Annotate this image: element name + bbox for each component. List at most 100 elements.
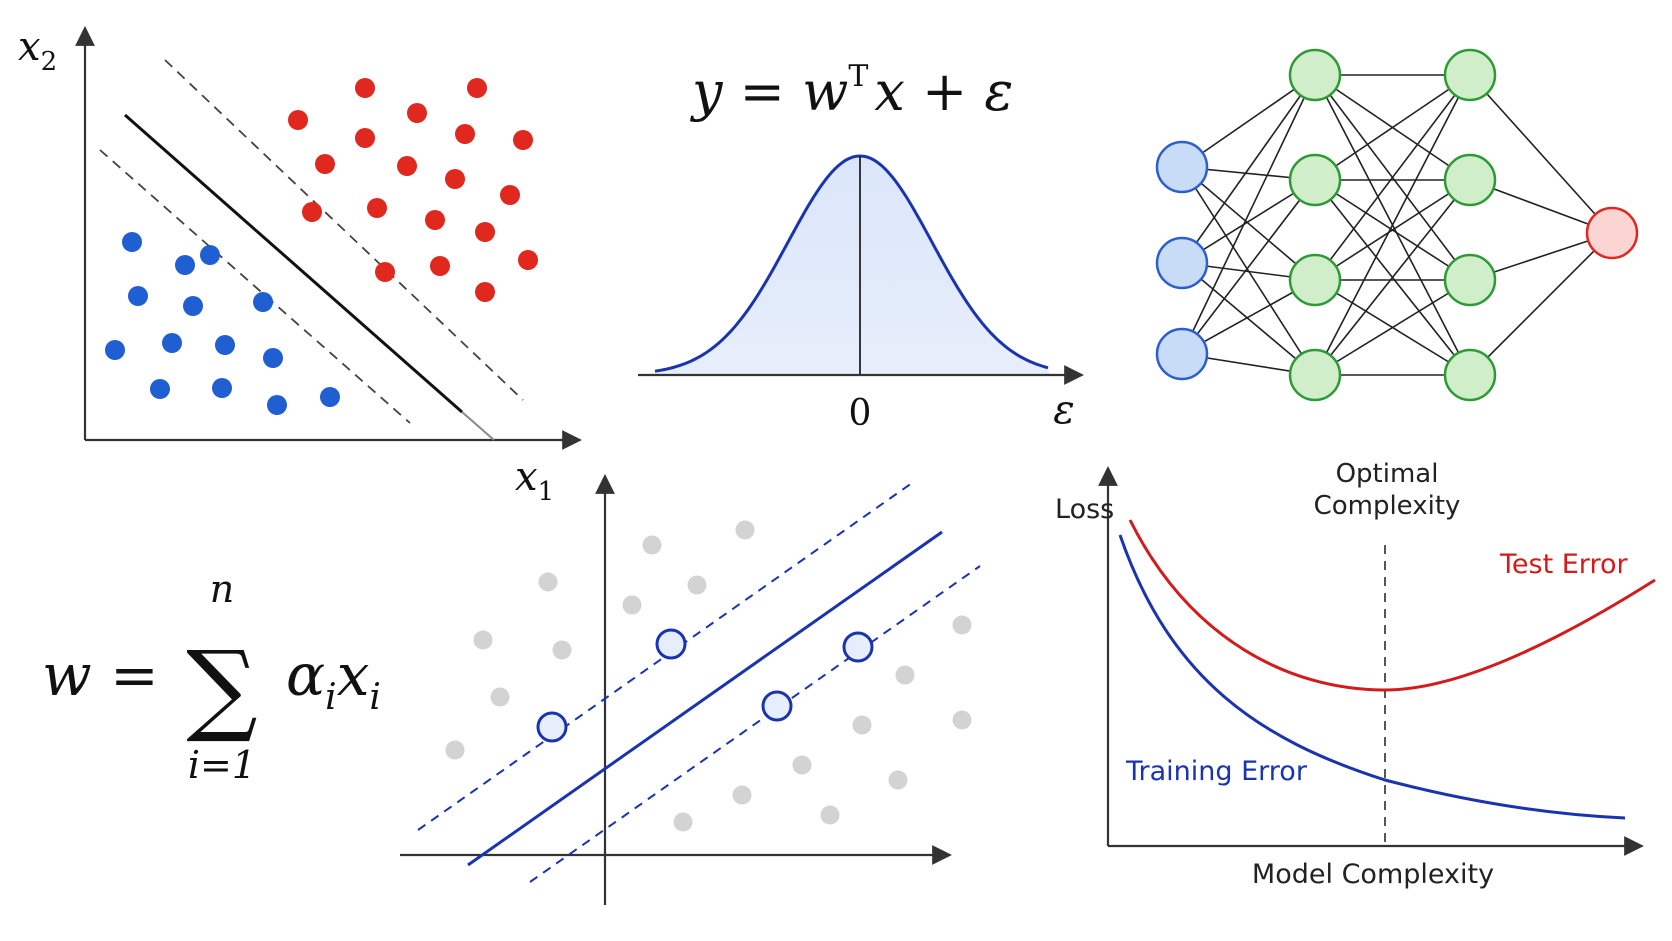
support-vector-panel [400,474,981,905]
blue-class-point [122,232,142,252]
complexity-chart: Loss Model Complexity Optimal Complexity… [1055,459,1656,890]
complexity-x-label: Model Complexity [1252,859,1494,890]
nn-edge [1181,74,1316,355]
red-class-point [518,250,538,270]
red-class-point [425,210,445,230]
red-class-point [513,130,533,150]
blue-class-point [320,387,340,407]
svm-margin-upper [164,59,524,401]
background-point [732,785,752,805]
background-point [888,770,908,790]
gaussian-curve [654,154,1049,373]
nn-edge [1181,262,1316,376]
background-point [735,520,755,540]
nn-edge [1181,74,1316,168]
background-point [952,615,972,635]
nn-edge [1314,179,1471,281]
nn-neuron [1443,348,1497,402]
blue-class-point [175,255,195,275]
background-point [820,805,840,825]
test-error-label: Test Error [1499,549,1628,580]
nn-edge [1469,74,1613,234]
support-vector-point [536,711,568,743]
blue-class-point [212,378,232,398]
nn-edge [1181,166,1316,281]
blue-class-point [200,245,220,265]
background-point [622,595,642,615]
nn-neuron [1443,48,1497,102]
blue-class-point [263,348,283,368]
red-class-point [430,256,450,276]
noise-zero-label: 0 [849,393,872,434]
red-class-point [315,154,335,174]
nn-neuron [1288,48,1342,102]
complexity-y-label: Loss [1055,494,1114,525]
red-class-point [475,222,495,242]
blue-class-point [162,333,182,353]
red-class-point [367,198,387,218]
sv-background-points [445,520,972,832]
nn-edge [1469,232,1613,376]
red-class-point [445,169,465,189]
nn-neuron [1585,206,1639,260]
background-point [687,575,707,595]
red-class-point [407,103,427,123]
optimal-label-line2: Complexity [1314,491,1461,521]
red-class-point [302,202,322,222]
blue-class-point [267,395,287,415]
svm-decision-boundary [124,113,463,414]
blue-class-point [105,340,125,360]
support-vector-point [655,628,687,660]
svm-blue-class-points [105,232,340,415]
nn-edge [1181,179,1316,355]
red-class-point [500,185,520,205]
red-class-point [355,78,375,98]
red-class-point [397,156,417,176]
svm-red-class-points [288,78,538,302]
blue-class-point [215,335,235,355]
background-point [895,665,915,685]
nn-edge [1314,74,1471,181]
nn-edge [1181,74,1316,264]
blue-class-point [128,286,148,306]
background-point [673,812,693,832]
nn-neuron [1443,253,1497,307]
test-error-curve [1128,519,1656,692]
noise-epsilon-label: ε [1053,387,1074,433]
red-class-point [475,282,495,302]
svm-boundary-tail [461,411,495,441]
nn-neuron [1155,327,1209,381]
background-point [792,755,812,775]
blue-class-point [253,292,273,312]
background-point [642,535,662,555]
nn-neuron [1288,253,1342,307]
sum-lower-limit: i=1 [188,743,256,787]
nn-neurons [1155,48,1639,402]
background-point [852,715,872,735]
sv-margin-upper [417,482,913,831]
nn-neuron [1288,153,1342,207]
red-class-point [288,110,308,130]
weight-formula: w = ∑ n i=1 αixi [42,567,381,787]
support-vector-point [842,631,874,663]
neural-network-panel [1155,48,1639,402]
nn-neuron [1288,348,1342,402]
nn-edge [1314,74,1471,376]
svm-margin-lower [99,149,411,424]
optimal-label-line1: Optimal [1336,459,1439,489]
support-vector-point [761,690,793,722]
training-error-label: Training Error [1125,756,1308,787]
blue-class-point [183,296,203,316]
background-point [552,640,572,660]
red-class-point [375,262,395,282]
background-point [445,740,465,760]
nn-neuron [1155,140,1209,194]
sv-support-vectors [536,628,874,743]
gaussian-area [655,156,1050,375]
background-point [952,710,972,730]
nn-edge [1314,179,1471,376]
svm-x-axis-label: x1 [515,454,554,507]
